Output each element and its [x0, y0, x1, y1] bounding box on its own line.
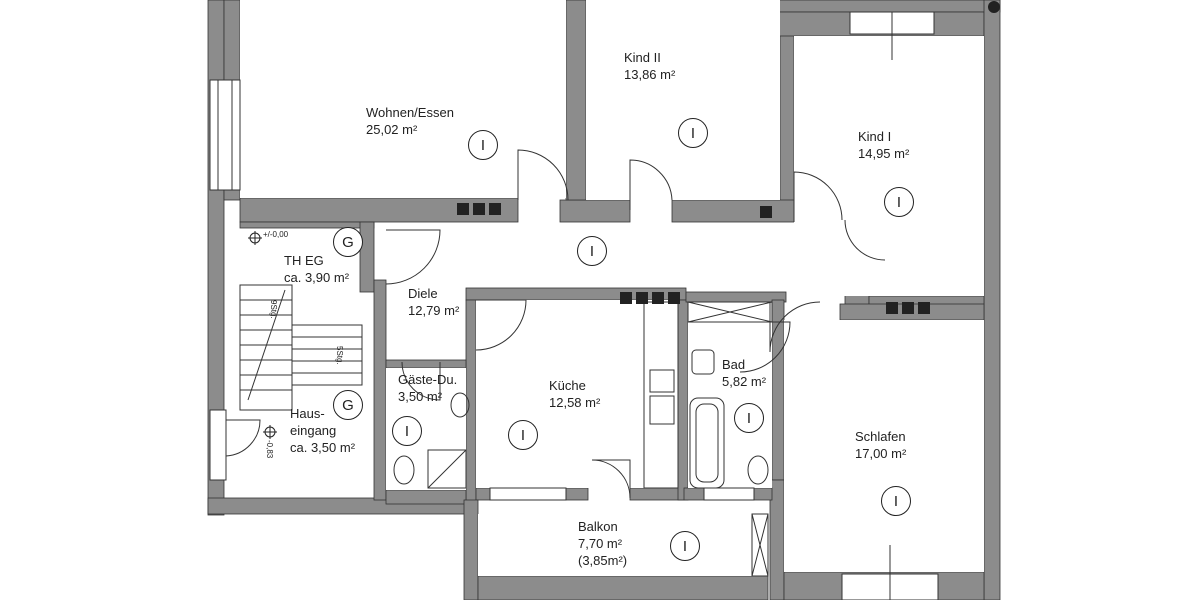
room-code-balkon: I [670, 531, 700, 561]
room-code-kind1: I [884, 187, 914, 217]
room-area-bad: 5,82 m² [722, 374, 767, 389]
room-area-schlafen: 17,00 m² [855, 446, 907, 461]
room-name-schlafen: Schlafen [855, 429, 906, 444]
room-area-kind2: 13,86 m² [624, 67, 676, 82]
balcony-details [751, 513, 769, 577]
stairs-upper: 9Stg. [269, 300, 278, 319]
room-name-diele: Diele [408, 286, 438, 301]
room-area-th: ca. 3,90 m² [284, 270, 350, 285]
room-name-bad: Bad [722, 357, 746, 372]
room-code-kind2: I [678, 118, 708, 148]
room-name-haus-2: eingang [290, 423, 337, 438]
stairs-lower: 5Stg. [335, 346, 344, 365]
room-area-diele: 12,79 m² [408, 303, 460, 318]
room-name-th: TH EG [284, 253, 324, 268]
room-code-bad: I [734, 403, 764, 433]
windows [209, 11, 939, 600]
room-code-haus: G [333, 390, 363, 420]
doors [385, 149, 886, 499]
level-entry: -0,83 [265, 440, 274, 459]
vent-marks [457, 1, 1000, 314]
room-area2-balkon: (3,85m²) [578, 553, 628, 568]
room-area-kind1: 14,95 m² [858, 146, 910, 161]
room-name-kueche: Küche [549, 378, 586, 393]
room-area-wohnen: 25,02 m² [366, 122, 418, 137]
room-code-schlafen: I [881, 486, 911, 516]
room-code-diele: I [577, 236, 607, 266]
room-code-gaeste: I [392, 416, 422, 446]
room-area-gaeste: 3,50 m² [398, 389, 443, 404]
room-name-haus-1: Haus- [290, 406, 325, 421]
room-area-haus: ca. 3,50 m² [290, 440, 356, 455]
room-name-wohnen: Wohnen/Essen [366, 105, 454, 120]
room-name-balkon: Balkon [578, 519, 618, 534]
level-markers [248, 231, 277, 439]
room-area-kueche: 12,58 m² [549, 395, 601, 410]
bath-fixtures [393, 301, 773, 489]
room-name-kind1: Kind I [858, 129, 892, 144]
room-code-th: G [333, 227, 363, 257]
room-name-kind2: Kind II [624, 50, 661, 65]
room-code-kueche: I [508, 420, 538, 450]
level-top: +/-0,00 [263, 230, 289, 239]
room-name-gaeste: Gäste-Du. [398, 372, 458, 387]
room-area-balkon: 7,70 m² [578, 536, 623, 551]
room-code-wohnen: I [468, 130, 498, 160]
staircase [225, 284, 363, 457]
room-interiors [240, 0, 984, 576]
